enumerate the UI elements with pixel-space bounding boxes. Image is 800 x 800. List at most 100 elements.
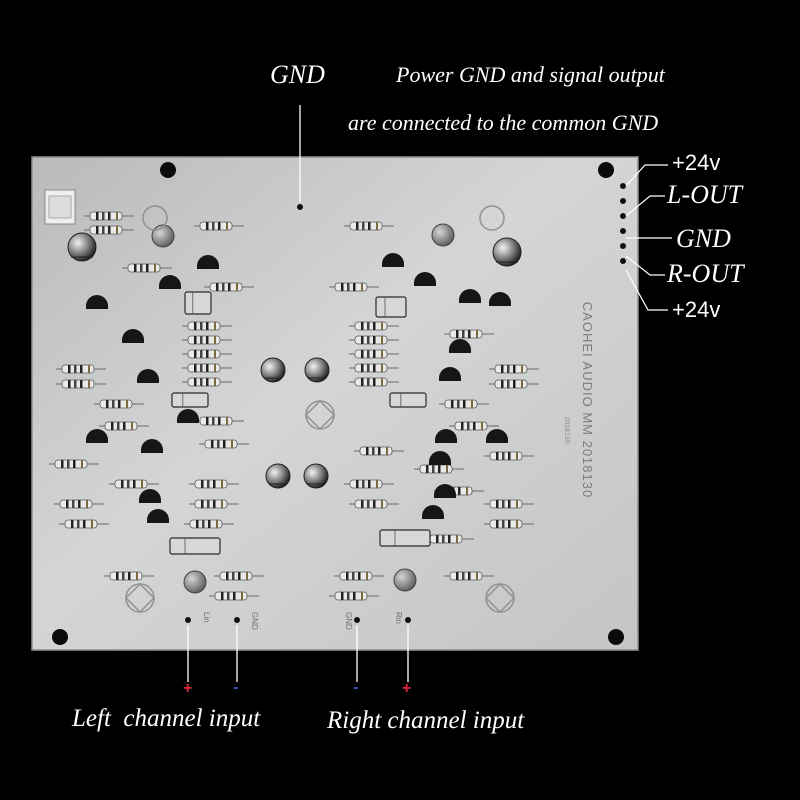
resistor	[204, 282, 254, 292]
pcb-board	[32, 157, 638, 650]
resistor	[182, 363, 232, 373]
film-capacitor	[389, 392, 427, 408]
input-pads	[185, 617, 411, 623]
transistor	[197, 255, 219, 269]
resistor	[209, 591, 259, 601]
resistor	[484, 519, 534, 529]
resistor	[424, 534, 474, 544]
transistor	[489, 292, 511, 306]
minus-sign-right: -	[353, 679, 359, 696]
transistor	[177, 409, 199, 423]
resistor	[214, 571, 264, 581]
transistor	[414, 272, 436, 286]
label-right-channel-input: Right channel input	[327, 707, 525, 734]
transistor	[486, 429, 508, 443]
electrolytic-capacitor	[303, 463, 329, 489]
resistor	[194, 221, 244, 231]
transistor	[86, 429, 108, 443]
led	[151, 224, 175, 248]
transistor	[139, 489, 161, 503]
film-capacitor	[379, 529, 431, 547]
transistor	[434, 484, 456, 498]
film-capacitor	[375, 296, 407, 318]
resistor	[349, 377, 399, 387]
resistor	[189, 479, 239, 489]
resistor	[349, 349, 399, 359]
transistor	[459, 289, 481, 303]
transistor	[122, 329, 144, 343]
electrolytic-capacitor	[260, 357, 286, 383]
resistor	[54, 499, 104, 509]
resistor	[184, 519, 234, 529]
transistor	[435, 429, 457, 443]
plus-sign-left: +	[183, 680, 193, 697]
resistor	[194, 416, 244, 426]
label-left-channel-input: Left channel input	[72, 705, 261, 732]
electrolytic-capacitor	[304, 357, 330, 383]
resistor	[99, 421, 149, 431]
gnd-pad-top	[297, 204, 303, 210]
resistor	[109, 479, 159, 489]
label-24v-top: +24v	[672, 150, 721, 175]
mounting-hole	[160, 162, 176, 178]
silkscreen-logo	[124, 205, 516, 614]
resistor	[189, 499, 239, 509]
transistor	[382, 253, 404, 267]
resistor	[444, 329, 494, 339]
note-line-2: are connected to the common GND	[348, 110, 659, 135]
note-line-1: Power GND and signal output	[396, 62, 665, 87]
film-capacitor	[169, 537, 221, 555]
output-callout-lines	[625, 164, 672, 311]
film-capacitor	[171, 392, 209, 408]
resistor	[344, 221, 394, 231]
mounting-hole	[598, 162, 614, 178]
label-24v-bottom: +24v	[672, 297, 721, 322]
resistor	[349, 335, 399, 345]
resistor	[56, 379, 106, 389]
pad-label-rin: Rin	[394, 612, 403, 624]
transistor	[141, 439, 163, 453]
resistor	[199, 439, 249, 449]
mounting-hole	[608, 629, 624, 645]
pad-label-gnd-right: GND	[344, 612, 353, 630]
transistor	[439, 367, 461, 381]
resistor	[84, 211, 134, 221]
batch-text: 2018130	[563, 416, 570, 443]
transistor	[147, 509, 169, 523]
resistor	[484, 451, 534, 461]
pad-label-gnd-left: GND	[250, 612, 259, 630]
resistor	[94, 399, 144, 409]
label-r-out: R-OUT	[667, 259, 744, 288]
label-gnd-right: GND	[676, 224, 731, 253]
label-gnd-top: GND	[270, 60, 325, 89]
transistor	[429, 451, 451, 465]
resistor	[182, 377, 232, 387]
resistor	[489, 379, 539, 389]
resistor	[104, 571, 154, 581]
led	[431, 223, 455, 247]
resistor	[349, 499, 399, 509]
film-capacitor	[184, 291, 212, 315]
resistor	[182, 335, 232, 345]
resistor	[414, 464, 464, 474]
transistor	[137, 369, 159, 383]
brand-text: CAOHEI AUDIO MM 2018130	[580, 302, 595, 498]
plus-sign-right: +	[402, 680, 412, 697]
resistor	[349, 363, 399, 373]
resistor	[444, 571, 494, 581]
transistor	[86, 295, 108, 309]
electrolytic-capacitor	[67, 232, 97, 262]
resistor	[329, 282, 379, 292]
resistor	[489, 364, 539, 374]
label-l-out: L-OUT	[667, 180, 743, 209]
resistor	[344, 479, 394, 489]
resistor	[122, 263, 172, 273]
resistor	[59, 519, 109, 529]
resistor	[56, 364, 106, 374]
transistor	[159, 275, 181, 289]
led	[183, 570, 207, 594]
electrolytic-capacitor	[492, 237, 522, 267]
resistor	[354, 446, 404, 456]
transistor	[422, 505, 444, 519]
